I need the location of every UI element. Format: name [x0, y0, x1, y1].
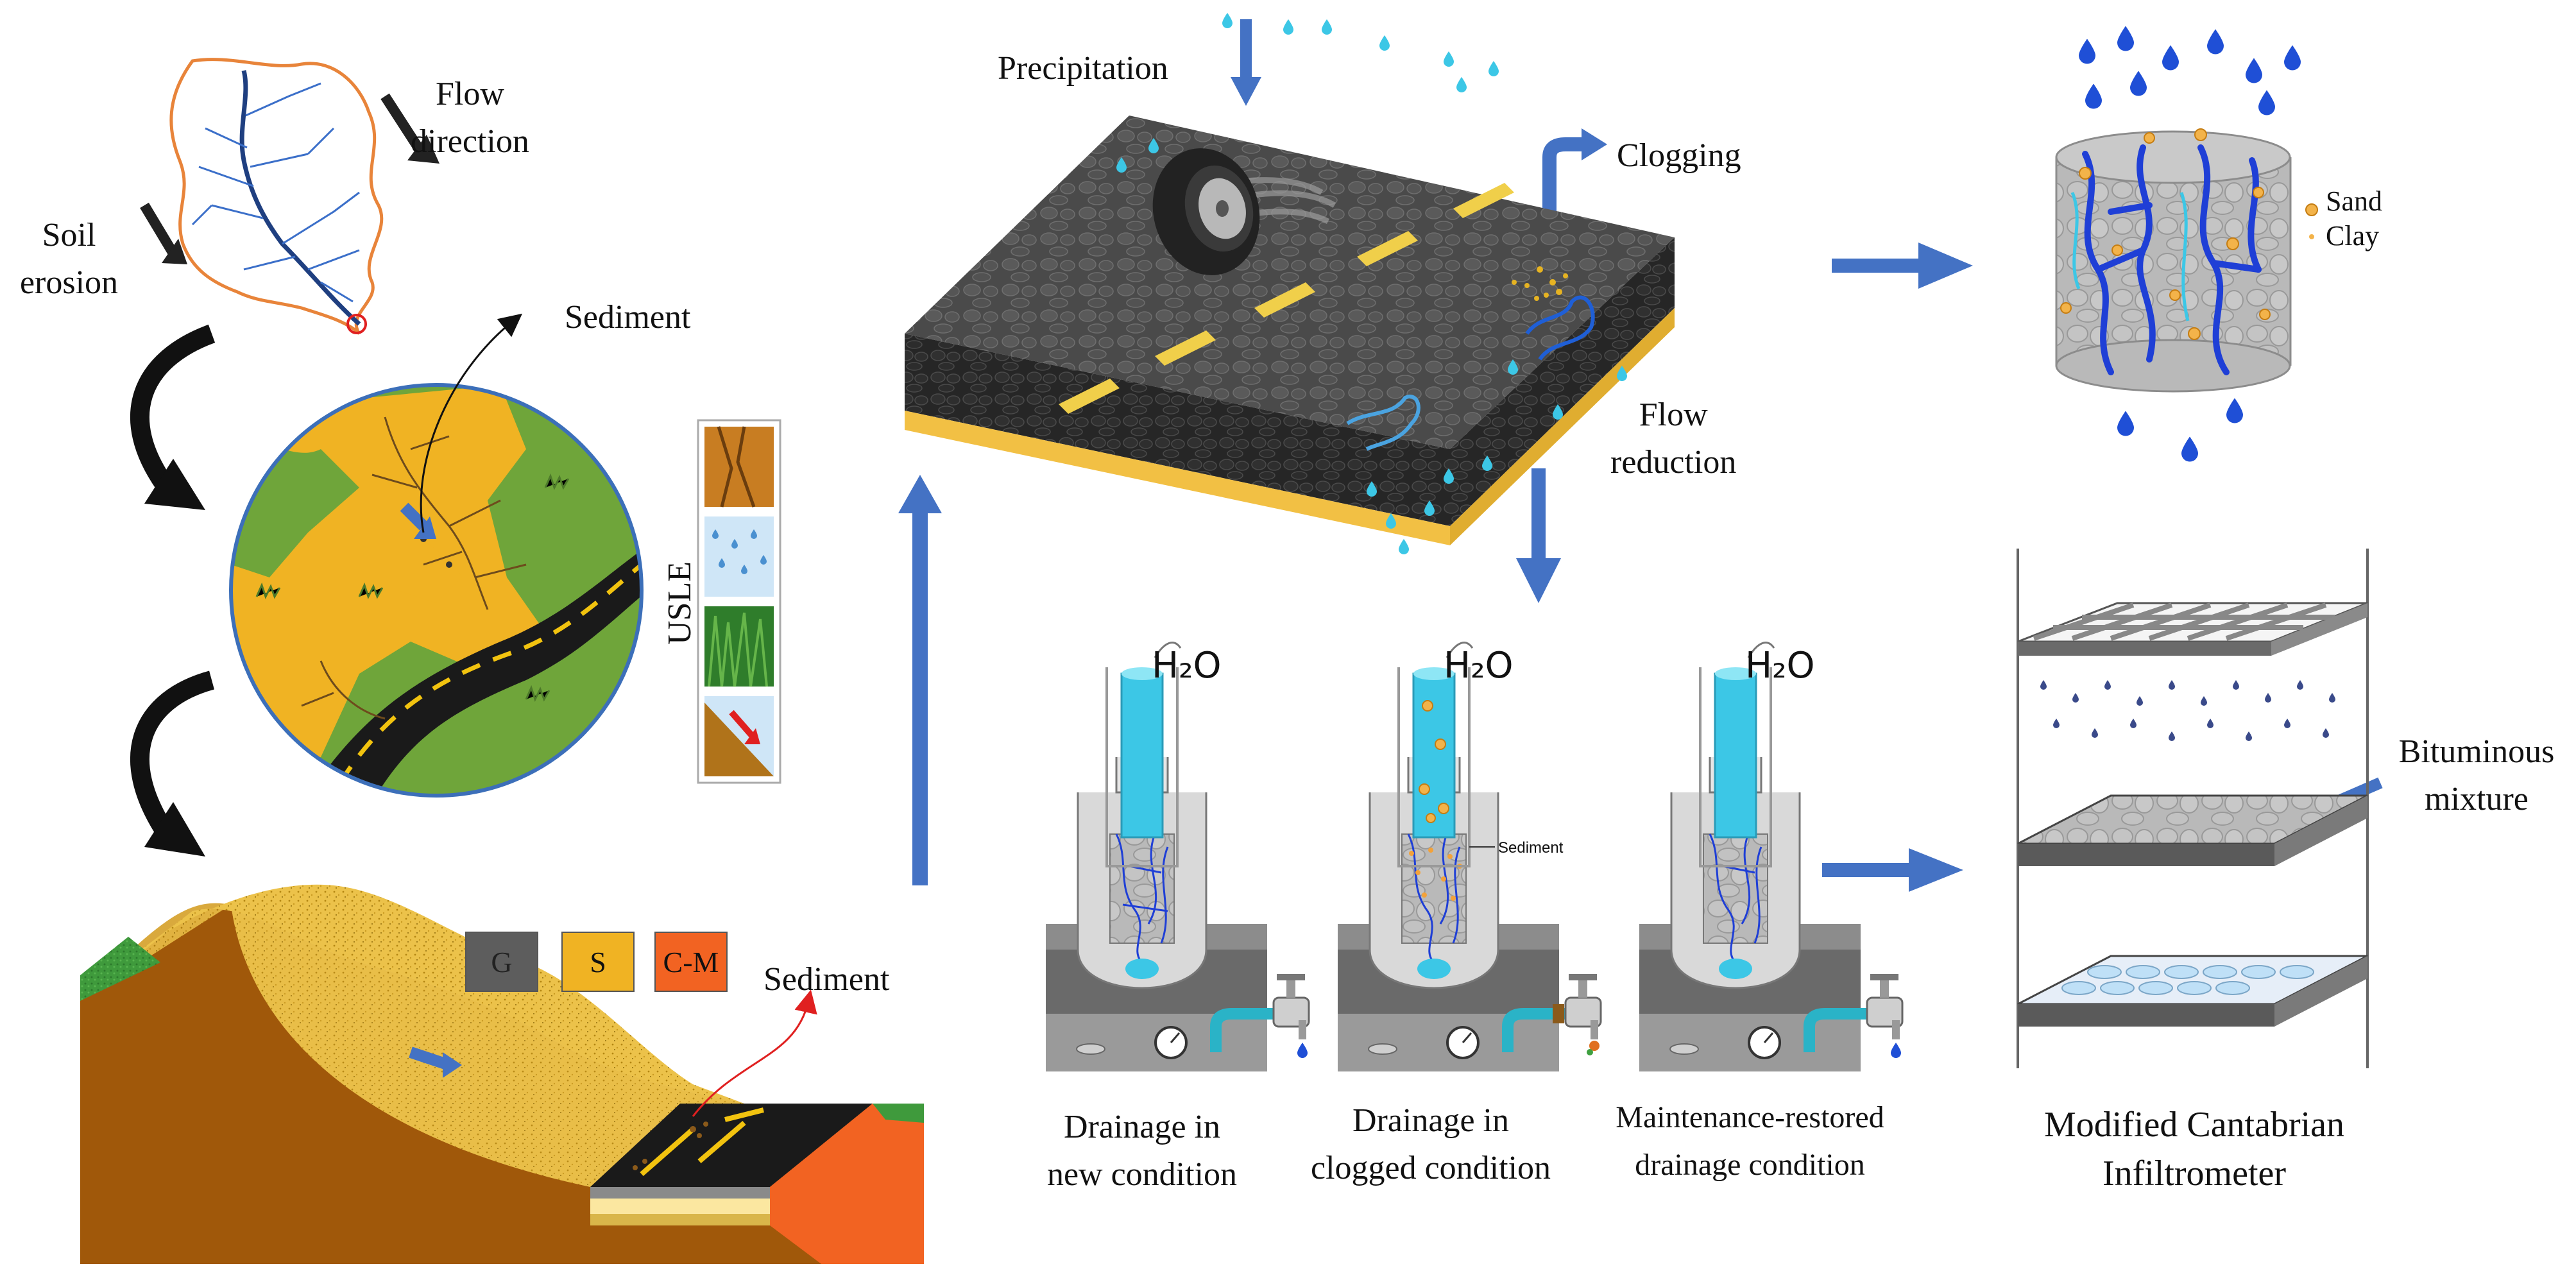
h2o-label-restored: H₂O [1745, 645, 1815, 687]
faucet-icon [1210, 974, 1310, 1058]
clogging-label: Clogging [1617, 137, 1741, 174]
legend-gravel: G [465, 932, 538, 992]
usle-panel [697, 419, 781, 784]
curved-arrow-icon [130, 324, 216, 510]
h2o-label-new: H₂O [1152, 645, 1222, 687]
faucet-icon [1502, 974, 1602, 1055]
gauge-icon [1076, 1026, 1781, 1059]
drainage-device-new [1046, 667, 1267, 1071]
legend-sand: S [561, 932, 635, 992]
flow-direction-arrow [380, 93, 425, 154]
usle-label: USLE [661, 561, 698, 645]
sediment-label-top: Sediment [565, 299, 691, 336]
faucet-icon [1804, 974, 1904, 1058]
sediment-small-label: Sediment [1498, 839, 1564, 857]
hillside-cross-section [80, 884, 924, 1264]
cantabrian-infiltrometer [2017, 549, 2369, 1068]
precipitation-label: Precipitation [998, 50, 1168, 87]
core-sample-cylinder [2055, 26, 2318, 462]
sediment-label-bottom: Sediment [763, 961, 890, 998]
tire-icon [1152, 148, 1336, 275]
porous-pavement-slab [905, 115, 1675, 545]
landscape-circle [229, 383, 644, 798]
soil-erosion-arrow [140, 202, 178, 257]
clay-legend-label: Clay [2326, 220, 2380, 252]
curved-arrow-icon [130, 670, 215, 857]
catchment-map [169, 58, 384, 335]
drainage-device-restored [1639, 667, 1861, 1071]
h2o-label-clogged: H₂O [1444, 645, 1514, 687]
legend-clay-silt: C-M [654, 932, 728, 992]
sand-legend-label: Sand [2326, 185, 2382, 217]
